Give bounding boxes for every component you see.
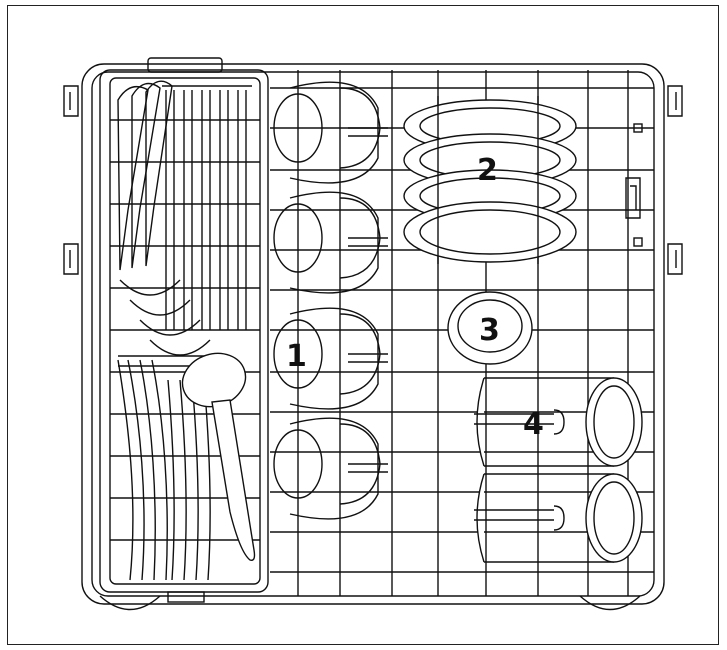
callout-2: 2 bbox=[477, 153, 498, 188]
callout-3: 3 bbox=[479, 313, 500, 348]
plates-stack bbox=[403, 96, 577, 264]
small-bowl bbox=[447, 291, 533, 365]
mugs bbox=[474, 377, 643, 563]
cutlery-basket bbox=[99, 57, 269, 603]
callout-4: 4 bbox=[523, 407, 544, 442]
callout-1: 1 bbox=[286, 339, 307, 374]
cups-column bbox=[273, 81, 388, 520]
